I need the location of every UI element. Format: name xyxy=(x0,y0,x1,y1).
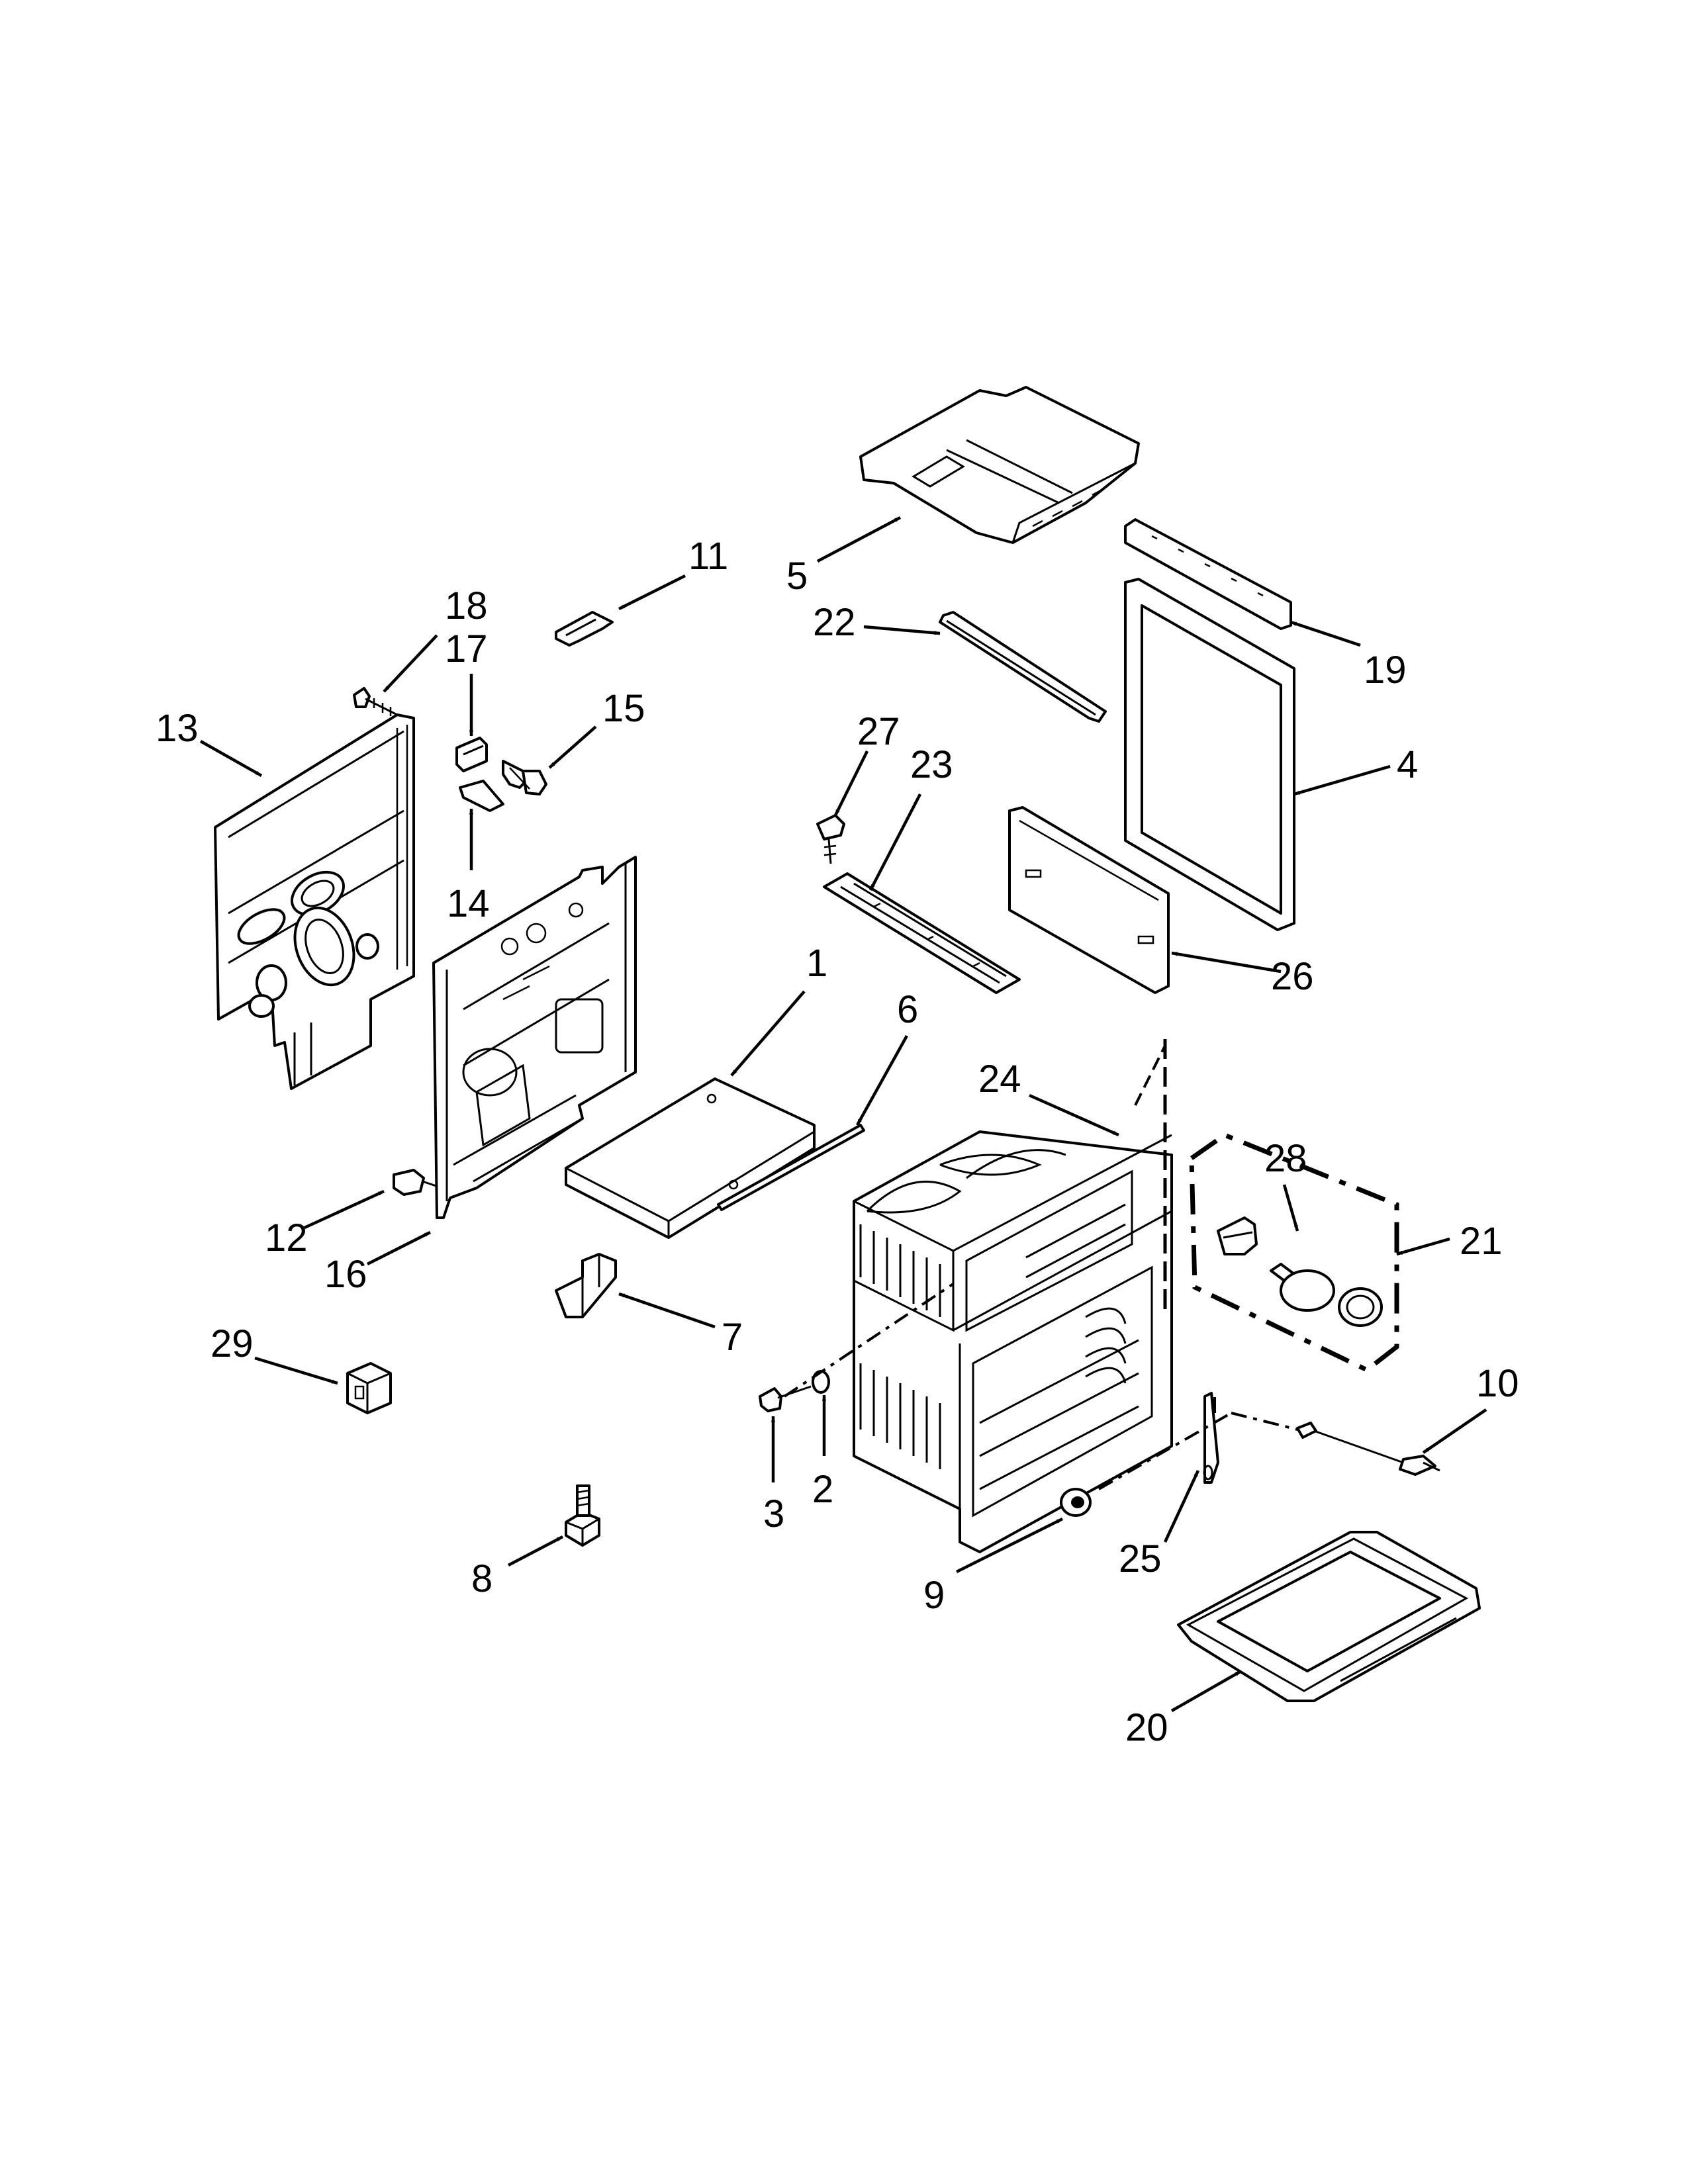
callout-9: 9 xyxy=(923,1574,945,1617)
leader-24 xyxy=(1029,1093,1119,1137)
callout-23: 23 xyxy=(910,743,953,786)
part-10-probe xyxy=(1296,1422,1440,1476)
leader-22 xyxy=(863,625,941,635)
leader-16 xyxy=(366,1230,432,1266)
part-23-bracket-bar xyxy=(823,872,1021,994)
leader-21 xyxy=(1396,1237,1450,1256)
part-25-probe-bracket xyxy=(1203,1392,1219,1484)
leader-10 xyxy=(1422,1408,1487,1454)
leader-13 xyxy=(199,740,263,777)
callout-25: 25 xyxy=(1119,1537,1162,1580)
part-1-tray xyxy=(565,1077,816,1239)
leader-15 xyxy=(548,725,597,769)
part-8-leveling-leg xyxy=(565,1484,600,1547)
callout-10: 10 xyxy=(1476,1362,1519,1405)
callout-17: 17 xyxy=(445,627,488,670)
callout-5: 5 xyxy=(786,555,808,598)
callout-29: 29 xyxy=(211,1322,254,1365)
callout-28: 28 xyxy=(1264,1137,1307,1180)
part-4-door-frame xyxy=(1124,578,1295,931)
callout-21: 21 xyxy=(1460,1220,1503,1263)
leader-18 xyxy=(383,634,438,693)
part-18-screw xyxy=(353,687,398,716)
callout-2: 2 xyxy=(812,1468,833,1511)
leader-25 xyxy=(1163,1470,1200,1543)
callout-19: 19 xyxy=(1364,649,1407,692)
callout-7: 7 xyxy=(722,1316,743,1359)
callout-12: 12 xyxy=(265,1216,308,1259)
part-7-bracket xyxy=(555,1253,617,1318)
callout-labels: 1 2 3 4 5 6 7 8 9 10 11 12 13 14 15 16 1… xyxy=(156,535,1519,1749)
leader-8 xyxy=(507,1535,564,1567)
leader-19 xyxy=(1290,620,1361,647)
part-17-clip xyxy=(455,737,488,772)
leader-12 xyxy=(304,1189,385,1230)
leader-28 xyxy=(1282,1184,1299,1232)
part-9-knob xyxy=(1060,1488,1092,1517)
part-5-top-panel xyxy=(859,386,1140,544)
leader-7 xyxy=(618,1292,716,1329)
leader-23 xyxy=(869,793,921,891)
callout-20: 20 xyxy=(1125,1706,1168,1749)
leader-11 xyxy=(618,574,686,611)
leader-26 xyxy=(1171,951,1282,974)
leader-1 xyxy=(730,990,806,1077)
callout-27: 27 xyxy=(857,710,900,753)
callout-8: 8 xyxy=(471,1557,492,1600)
part-21-light-assembly xyxy=(1189,1132,1399,1373)
callout-15: 15 xyxy=(602,687,645,730)
callout-6: 6 xyxy=(897,988,918,1031)
part-13-rear-panel xyxy=(214,713,415,1090)
leader-29 xyxy=(254,1356,338,1385)
callout-24: 24 xyxy=(978,1058,1021,1101)
leader-27 xyxy=(833,751,869,816)
connector-lines xyxy=(783,1283,1298,1490)
callout-13: 13 xyxy=(156,707,199,750)
part-14-angled-clip xyxy=(459,780,504,812)
callout-16: 16 xyxy=(324,1253,367,1296)
callout-11: 11 xyxy=(688,535,728,578)
leader-20 xyxy=(1170,1670,1243,1712)
part-28-bulb xyxy=(1270,1263,1335,1312)
part-24-oven-cavity xyxy=(853,1039,1173,1553)
part-15-screw xyxy=(502,760,547,796)
part-16-side-panel xyxy=(432,856,637,1219)
callout-4: 4 xyxy=(1397,743,1418,786)
callout-26: 26 xyxy=(1271,955,1314,998)
callout-22: 22 xyxy=(813,601,856,644)
callout-1: 1 xyxy=(806,942,827,985)
part-6-rod xyxy=(717,1124,865,1211)
part-29-clip xyxy=(346,1362,392,1414)
leader-arrows xyxy=(199,516,1487,1712)
part-12-screw xyxy=(393,1169,443,1196)
part-11-small-bracket xyxy=(555,611,614,647)
callout-3: 3 xyxy=(763,1492,784,1535)
callout-18: 18 xyxy=(445,584,488,627)
leader-4 xyxy=(1293,764,1391,796)
part-22-rail xyxy=(939,611,1107,723)
part-27-screw xyxy=(816,814,845,864)
leader-9 xyxy=(955,1517,1064,1574)
callout-14: 14 xyxy=(447,882,490,925)
part-20-door-panel xyxy=(1177,1531,1481,1702)
leader-5 xyxy=(816,516,902,563)
part-26-lower-panel xyxy=(1008,806,1170,994)
leader-6 xyxy=(856,1034,908,1126)
part-3-screw xyxy=(759,1385,812,1412)
